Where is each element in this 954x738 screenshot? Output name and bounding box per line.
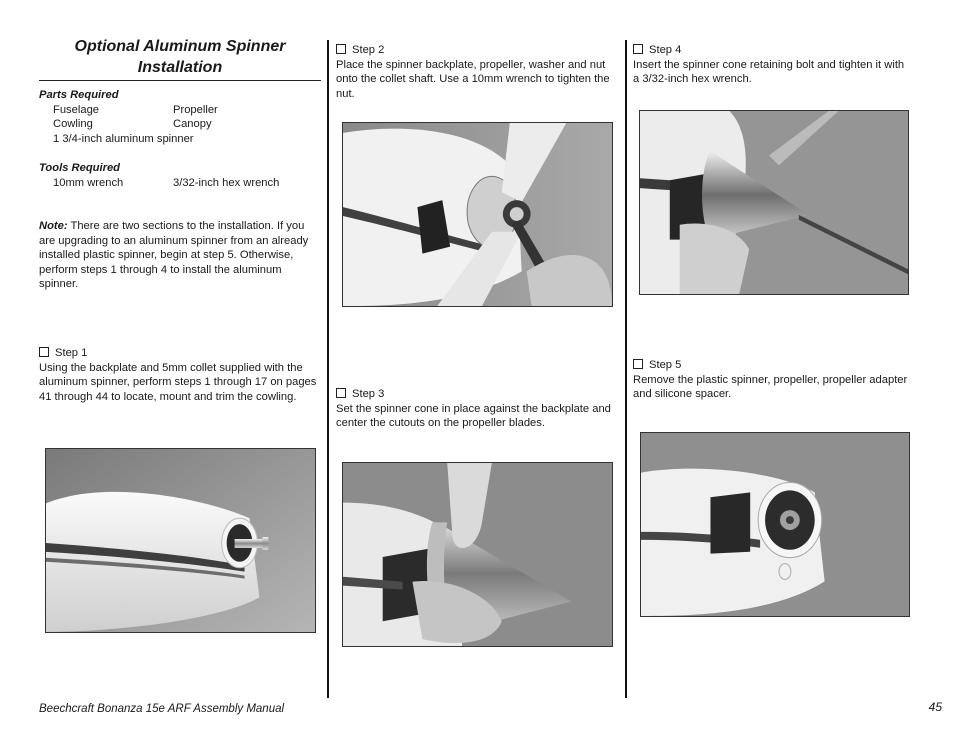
step-label: Step 3 <box>352 388 385 400</box>
step-checkbox[interactable] <box>336 388 346 398</box>
part-item: Propeller <box>173 103 218 116</box>
page-title: Optional Aluminum Spinner Installation <box>74 38 286 76</box>
tools-row: 10mm wrench 3/32-inch hex wrench <box>53 176 321 191</box>
step-text: Place the spinner backplate, propeller, … <box>336 58 610 100</box>
note-label: Note: <box>39 220 68 232</box>
step-2: Step 2 Place the spinner backplate, prop… <box>336 43 614 101</box>
parts-row: Cowling Canopy <box>53 117 321 132</box>
step-1: Step 1 Using the backplate and 5mm colle… <box>39 346 323 404</box>
step-checkbox[interactable] <box>39 347 49 357</box>
step-checkbox[interactable] <box>633 359 643 369</box>
step-text: Using the backplate and 5mm collet suppl… <box>39 361 317 403</box>
step-4: Step 4 Insert the spinner cone retaining… <box>633 43 913 87</box>
tools-section: Tools Required 10mm wrench 3/32-inch hex… <box>39 161 321 190</box>
part-item: Canopy <box>173 118 212 131</box>
parts-heading: Parts Required <box>39 89 119 101</box>
parts-section: Parts Required Fuselage Propeller Cowlin… <box>39 88 321 146</box>
step-label: Step 2 <box>352 44 385 56</box>
title-rule <box>39 80 321 81</box>
step-3: Step 3 Set the spinner cone in place aga… <box>336 387 614 431</box>
tool-item: 3/32-inch hex wrench <box>173 176 280 189</box>
part-item: Fuselage <box>53 103 100 116</box>
photo-step-2 <box>342 122 613 307</box>
column-divider <box>625 40 627 698</box>
page-number: 45 <box>928 700 942 714</box>
photo-step-4 <box>639 110 909 295</box>
photo-step-5 <box>640 432 910 617</box>
tool-item: 10mm wrench <box>53 176 124 189</box>
footer-manual-title: Beechcraft Bonanza 15e ARF Assembly Manu… <box>39 703 285 715</box>
part-item: Cowling <box>53 118 93 131</box>
step-text: Insert the spinner cone retaining bolt a… <box>633 58 905 86</box>
step-checkbox[interactable] <box>336 44 346 54</box>
parts-row: Fuselage Propeller <box>53 103 321 118</box>
photo-step-1 <box>45 448 316 633</box>
column-divider <box>327 40 329 698</box>
tools-heading: Tools Required <box>39 162 121 174</box>
photo-step-3 <box>342 462 613 647</box>
step-text: Remove the plastic spinner, propeller, p… <box>633 373 908 401</box>
step-5: Step 5 Remove the plastic spinner, prope… <box>633 358 913 402</box>
step-label: Step 5 <box>649 359 682 371</box>
step-checkbox[interactable] <box>633 44 643 54</box>
part-item: 1 3/4-inch aluminum spinner <box>53 132 194 145</box>
note-paragraph: Note: There are two sections to the inst… <box>39 219 319 292</box>
step-label: Step 4 <box>649 44 682 56</box>
step-text: Set the spinner cone in place against th… <box>336 402 611 430</box>
note-text: There are two sections to the installati… <box>39 220 309 291</box>
step-label: Step 1 <box>55 347 88 359</box>
